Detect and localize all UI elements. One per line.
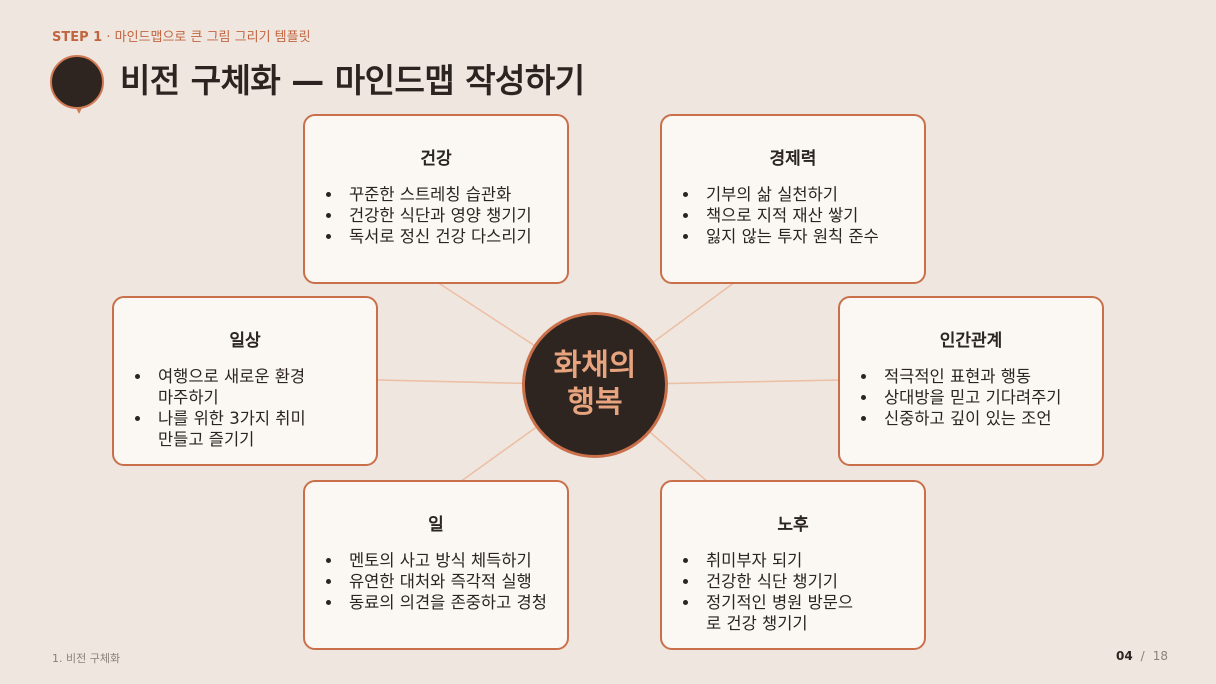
list-item: 잃지 않는 투자 원칙 준수 xyxy=(700,226,916,247)
list-item: 기부의 삶 실천하기 xyxy=(700,184,916,205)
list-item: 나를 위한 3가지 취미 만들고 즐기기 xyxy=(152,408,316,450)
list-item: 취미부자 되기 xyxy=(700,550,864,571)
card-health: 건강 꾸준한 스트레칭 습관화 건강한 식단과 영양 챙기기 독서로 정신 건강… xyxy=(303,114,569,284)
card-work: 일 멘토의 사고 방식 체득하기 유연한 대처와 즉각적 실행 동료의 의견을 … xyxy=(303,480,569,650)
center-line-1: 화채의 xyxy=(553,348,637,384)
page-title: 비전 구체화 — 마인드맵 작성하기 xyxy=(120,61,585,100)
list-item: 상대방을 믿고 기다려주기 xyxy=(878,387,1094,408)
card-retirement: 노후 취미부자 되기 건강한 식단 챙기기 정기적인 병원 방문으로 건강 챙기… xyxy=(660,480,926,650)
title-bullet-icon xyxy=(50,55,104,114)
list-item: 동료의 의견을 존중하고 경청 xyxy=(343,592,559,613)
page-number: 04/18 xyxy=(1115,649,1168,663)
list-item: 신중하고 깊이 있는 조언 xyxy=(878,408,1094,429)
center-line-2: 행복 xyxy=(567,385,623,420)
footer-section: 1. 비전 구체화 xyxy=(52,652,121,665)
card-list: 여행으로 새로운 환경 마주하기 나를 위한 3가지 취미 만들고 즐기기 xyxy=(122,366,316,450)
card-list: 기부의 삶 실천하기 책으로 지적 재산 쌓기 잃지 않는 투자 원칙 준수 xyxy=(670,184,916,247)
list-item: 여행으로 새로운 환경 마주하기 xyxy=(152,366,316,408)
card-title: 노후 xyxy=(777,515,809,535)
card-list: 꾸준한 스트레칭 습관화 건강한 식단과 영양 챙기기 독서로 정신 건강 다스… xyxy=(313,184,559,247)
page-total: 18 xyxy=(1152,649,1168,663)
list-item: 건강한 식단 챙기기 xyxy=(700,571,864,592)
page-current: 04 xyxy=(1115,649,1133,663)
card-title: 인간관계 xyxy=(939,331,1003,351)
list-item: 건강한 식단과 영양 챙기기 xyxy=(343,205,559,226)
card-title: 경제력 xyxy=(769,149,817,169)
list-item: 꾸준한 스트레칭 습관화 xyxy=(343,184,559,205)
card-title: 일상 xyxy=(229,331,261,351)
center-node: 화채의 행복 xyxy=(522,312,668,458)
list-item: 정기적인 병원 방문으로 건강 챙기기 xyxy=(700,592,864,634)
list-item: 적극적인 표현과 행동 xyxy=(878,366,1094,387)
card-daily: 일상 여행으로 새로운 환경 마주하기 나를 위한 3가지 취미 만들고 즐기기 xyxy=(112,296,378,466)
card-title: 건강 xyxy=(420,149,452,169)
list-item: 멘토의 사고 방식 체득하기 xyxy=(343,550,559,571)
card-list: 적극적인 표현과 행동 상대방을 믿고 기다려주기 신중하고 깊이 있는 조언 xyxy=(848,366,1094,429)
card-title: 일 xyxy=(428,515,444,535)
card-relations: 인간관계 적극적인 표현과 행동 상대방을 믿고 기다려주기 신중하고 깊이 있… xyxy=(838,296,1104,466)
card-list: 취미부자 되기 건강한 식단 챙기기 정기적인 병원 방문으로 건강 챙기기 xyxy=(670,550,864,634)
list-item: 독서로 정신 건강 다스리기 xyxy=(343,226,559,247)
step-label: STEP 1 · 마인드맵으로 큰 그림 그리기 템플릿 xyxy=(52,30,311,45)
list-item: 책으로 지적 재산 쌓기 xyxy=(700,205,916,226)
card-list: 멘토의 사고 방식 체득하기 유연한 대처와 즉각적 실행 동료의 의견을 존중… xyxy=(313,550,559,613)
list-item: 유연한 대처와 즉각적 실행 xyxy=(343,571,559,592)
card-economy: 경제력 기부의 삶 실천하기 책으로 지적 재산 쌓기 잃지 않는 투자 원칙 … xyxy=(660,114,926,284)
